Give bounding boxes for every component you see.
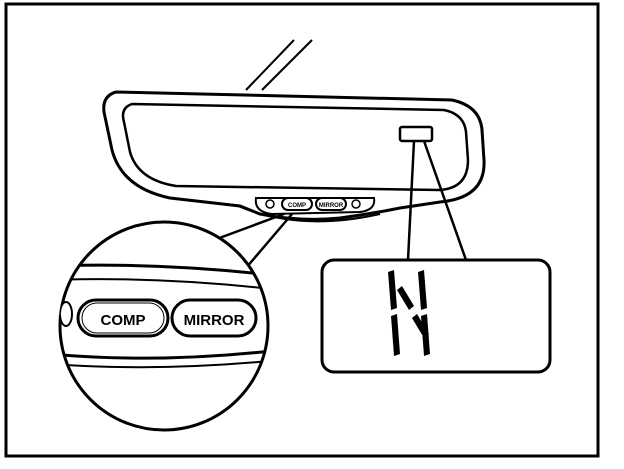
display-callout-leader <box>406 140 468 261</box>
button-callout-leader <box>213 212 293 269</box>
comp-button-label: COMP <box>101 312 146 329</box>
mirror-mirror-label: MIRROR <box>319 203 344 209</box>
magnified-led-icon <box>60 301 73 327</box>
mirror-comp-button[interactable]: COMP <box>281 197 313 211</box>
mirror-display-window <box>398 125 434 143</box>
button-magnifier: COMP MIRROR <box>58 220 270 432</box>
mirror-led-right-icon <box>351 199 361 209</box>
mirror-stem <box>245 39 313 91</box>
segment-n-icon <box>388 270 430 356</box>
mirror-mirror-button[interactable]: MIRROR <box>315 197 347 211</box>
compass-display <box>320 258 552 374</box>
mirror-button-label: MIRROR <box>184 312 245 329</box>
comp-button[interactable]: COMP <box>76 298 170 338</box>
mirror-led-left-icon <box>265 199 275 209</box>
mirror-glass <box>121 102 470 192</box>
mirror-housing <box>102 90 486 223</box>
mirror-button-strip: COMP MIRROR <box>254 197 376 216</box>
mirror-comp-label: COMP <box>288 203 306 209</box>
mirror-button[interactable]: MIRROR <box>170 298 258 338</box>
